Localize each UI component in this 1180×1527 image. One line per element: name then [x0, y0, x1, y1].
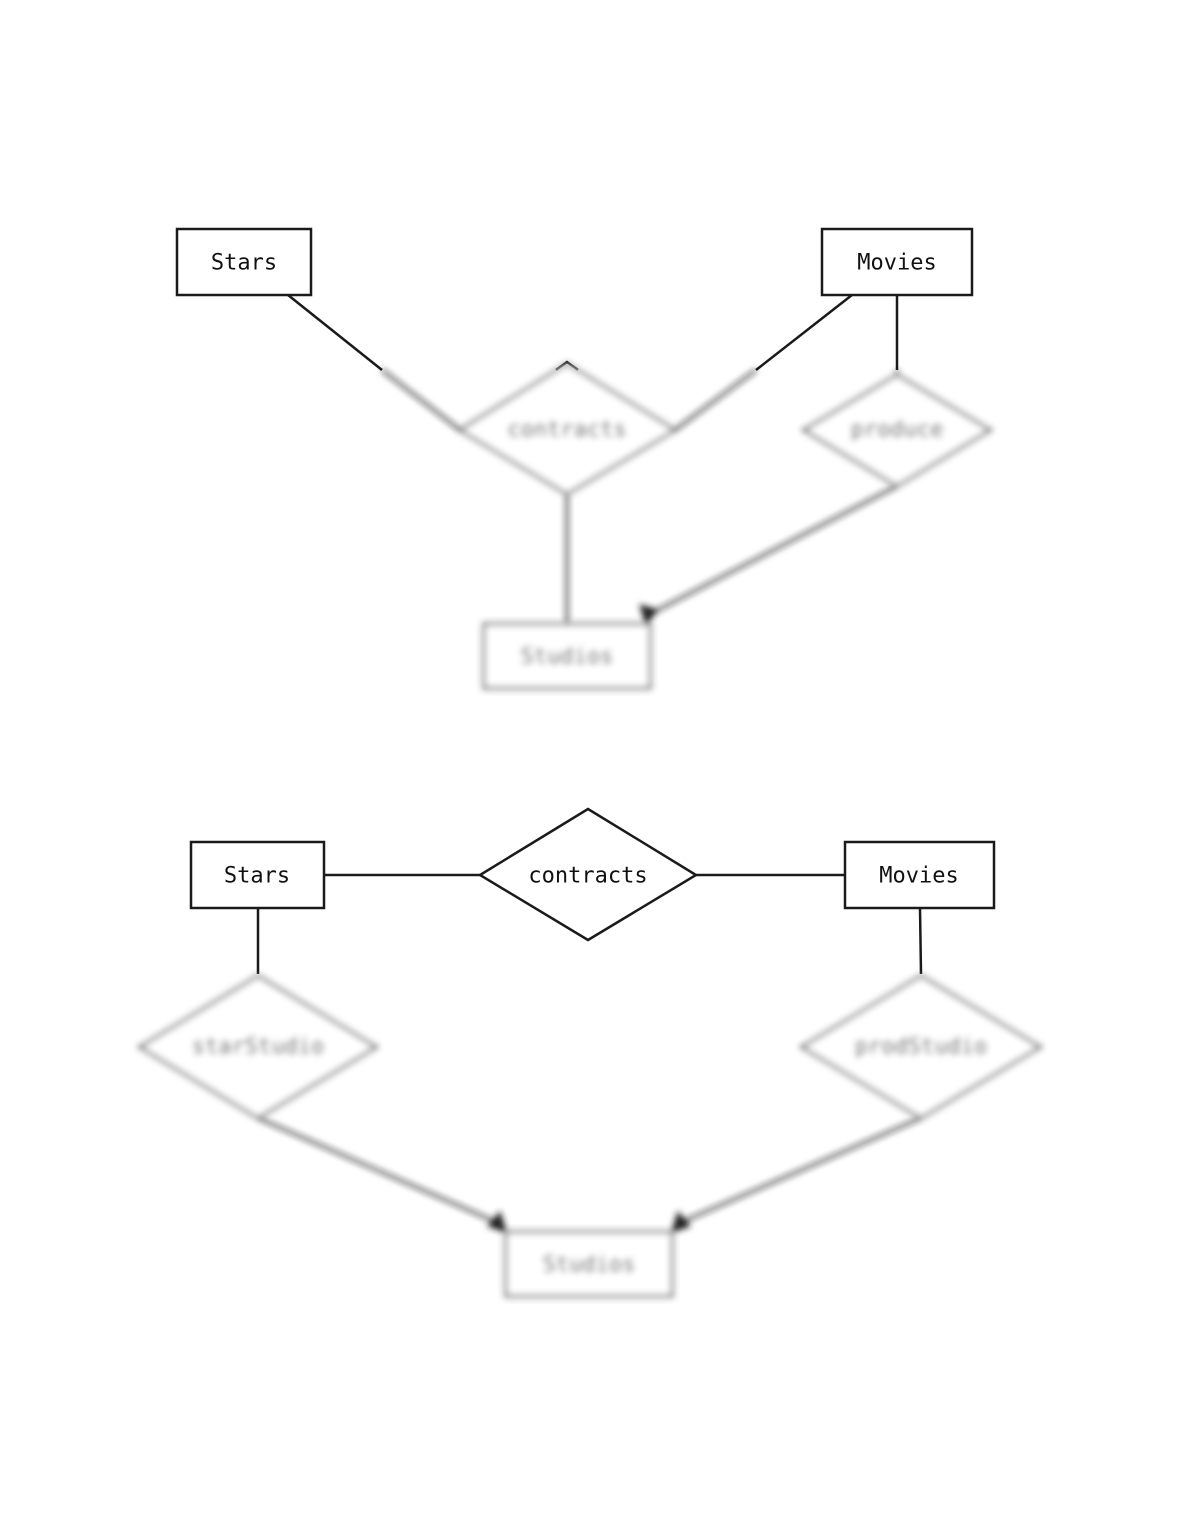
- edge-movies-contracts-top: [755, 294, 853, 371]
- rel-starstudio-label: starStudio: [192, 1035, 324, 1060]
- entity-movies: Movies: [820, 227, 974, 297]
- rel-produce-label: produce: [851, 418, 944, 443]
- edge-produce-studios: [653, 484, 898, 614]
- entity-stars-2: Stars: [189, 840, 326, 910]
- entity-studios: Studios: [482, 622, 652, 690]
- entity-studios-label: Studios: [521, 645, 614, 670]
- entity-stars-2-label: Stars: [224, 864, 290, 889]
- entity-stars-label: Stars: [211, 251, 277, 276]
- arrowhead-starstudio-studios: [487, 1210, 507, 1233]
- rel-produce: produce: [801, 373, 993, 488]
- rel-contracts-label: contracts: [507, 418, 626, 443]
- arrowhead-produce-studios: [639, 604, 659, 626]
- edge-prodstudio-studios: [681, 1116, 922, 1224]
- arrowhead-prodstudio-studios: [671, 1210, 691, 1233]
- edge-movies-contracts: [674, 368, 757, 432]
- rel-prodstudio: prodStudio: [799, 974, 1043, 1120]
- er-diagram-1: Stars Movies contracts produce St: [175, 227, 993, 690]
- entity-movies-label: Movies: [857, 251, 936, 276]
- rel-starstudio: starStudio: [137, 974, 379, 1120]
- diagram-1-blurred-region: contracts produce Studios: [381, 362, 993, 690]
- edge-movies-prodstudio-top: [918, 907, 923, 975]
- entity-stars: Stars: [175, 227, 313, 297]
- entity-movies-2: Movies: [843, 840, 996, 910]
- er-diagram-2: Stars contracts Movies starStudio prodSt…: [137, 807, 1043, 1298]
- edge-stars-contracts: [381, 369, 461, 431]
- entity-movies-2-label: Movies: [879, 864, 958, 889]
- entity-studios-2-label: Studios: [543, 1253, 636, 1278]
- edge-starstudio-studios: [257, 1116, 497, 1224]
- rel-contracts-2-label: contracts: [528, 864, 647, 889]
- entity-studios-2: Studios: [504, 1230, 674, 1298]
- diagram-2-blurred-region: starStudio prodStudio Studios: [137, 974, 1043, 1298]
- rel-prodstudio-label: prodStudio: [855, 1035, 987, 1060]
- rel-contracts: contracts: [457, 362, 678, 496]
- rel-contracts-2: contracts: [477, 807, 699, 942]
- edge-stars-contracts-top: [287, 294, 383, 371]
